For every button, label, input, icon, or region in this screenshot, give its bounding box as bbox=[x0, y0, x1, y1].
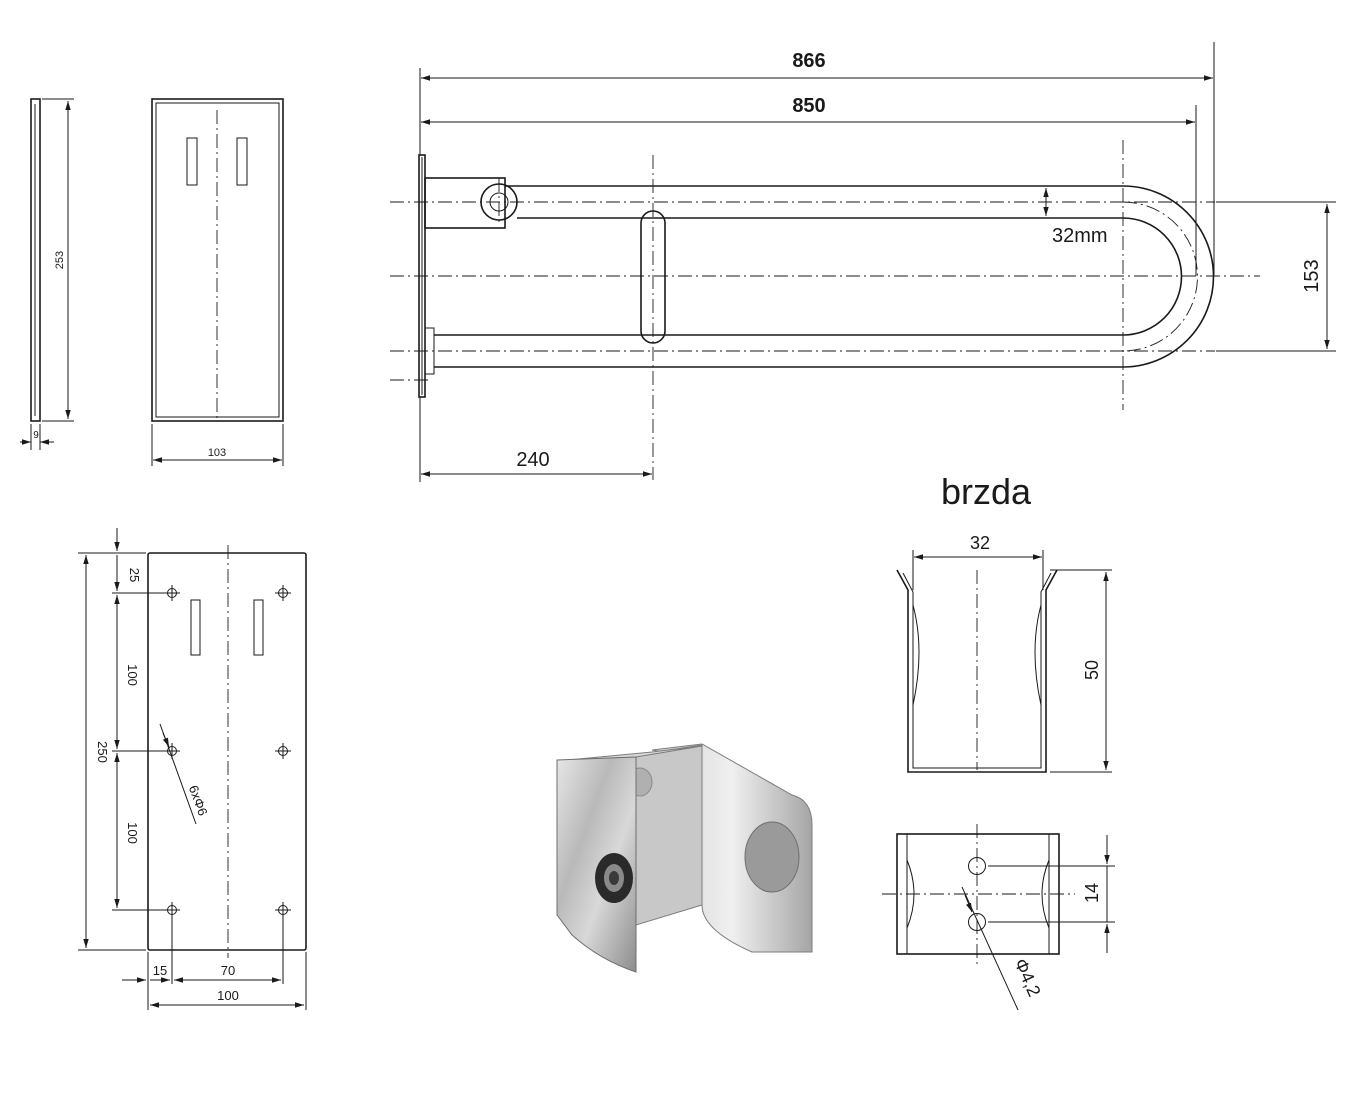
brake-title: brzda bbox=[941, 471, 1032, 512]
mounting-plate-view: 25 100 100 250 6xΦ6 15 70 100 bbox=[78, 528, 307, 1010]
brake-top-view: 14 Φ4,2 bbox=[882, 824, 1115, 1011]
side-height-label: 253 bbox=[54, 251, 66, 269]
plate-hole-spacing-label: 70 bbox=[221, 963, 235, 978]
grab-bar-side-view: 866 850 32mm 153 240 bbox=[390, 42, 1336, 482]
brake-hole-spacing-label: 14 bbox=[1082, 883, 1102, 903]
front-view: 103 bbox=[151, 98, 284, 466]
brake-height-label: 50 bbox=[1082, 660, 1102, 680]
plate-holes bbox=[164, 585, 291, 918]
plate-top-margin-label: 25 bbox=[127, 568, 142, 582]
side-thickness-label: 9 bbox=[33, 430, 39, 441]
brake-clip-photo bbox=[556, 743, 813, 973]
plate-upper-spacing-label: 100 bbox=[125, 664, 140, 686]
tube-diameter-label: 32mm bbox=[1052, 225, 1108, 247]
plate-width-label: 100 bbox=[217, 988, 239, 1003]
plate-lower-spacing-label: 100 bbox=[125, 822, 140, 844]
plate-height-label: 250 bbox=[95, 741, 110, 763]
plate-left-margin-label: 15 bbox=[153, 963, 167, 978]
overall-length-label: 866 bbox=[792, 50, 825, 72]
side-profile-view: 253 9 bbox=[20, 98, 74, 450]
hinge-offset-label: 240 bbox=[516, 449, 549, 471]
brake-hole-diameter-label: Φ4,2 bbox=[1010, 955, 1044, 999]
plate-holes-label: 6xΦ6 bbox=[186, 783, 211, 818]
front-width-label: 103 bbox=[208, 447, 226, 459]
inner-length-label: 850 bbox=[792, 95, 825, 117]
brake-front-view: 32 50 bbox=[896, 533, 1112, 773]
brake-detail: brzda 32 50 bbox=[882, 471, 1115, 1011]
height-label: 153 bbox=[1301, 259, 1323, 292]
brake-width-label: 32 bbox=[970, 533, 990, 553]
